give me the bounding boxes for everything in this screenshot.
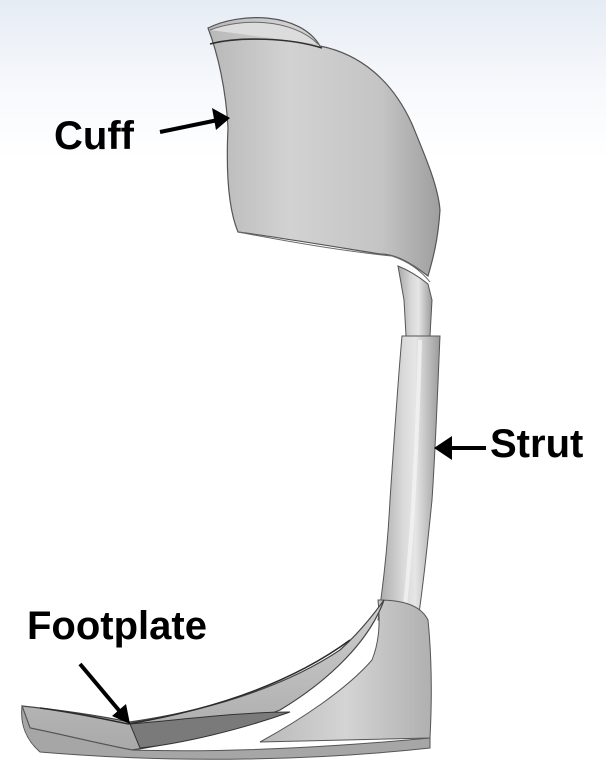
strut-label: Strut [490,424,583,464]
strut-neck [398,266,432,336]
cuff-part [208,18,440,282]
strut-arrow [434,436,486,460]
strut-part [378,266,440,620]
cuff-arrow [160,108,230,132]
cuff-shell [208,18,440,276]
cuff-label: Cuff [54,116,134,156]
footplate-label: Footplate [27,606,207,646]
heel-cup [260,600,431,742]
footplate-inner-dark [130,712,290,748]
